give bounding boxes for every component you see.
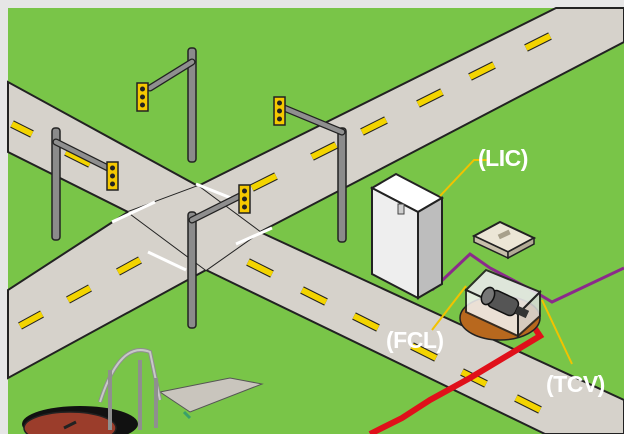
traffic-light-icon (274, 97, 285, 125)
label-fcl: (FCL) (386, 327, 444, 353)
traffic-light-icon (239, 185, 250, 213)
label-lic: (LIC) (478, 145, 528, 171)
traffic-light-icon (137, 83, 148, 111)
controller-cabinet (372, 174, 442, 298)
label-tcv: (TCV) (546, 371, 605, 397)
traffic-light-icon (107, 162, 118, 190)
